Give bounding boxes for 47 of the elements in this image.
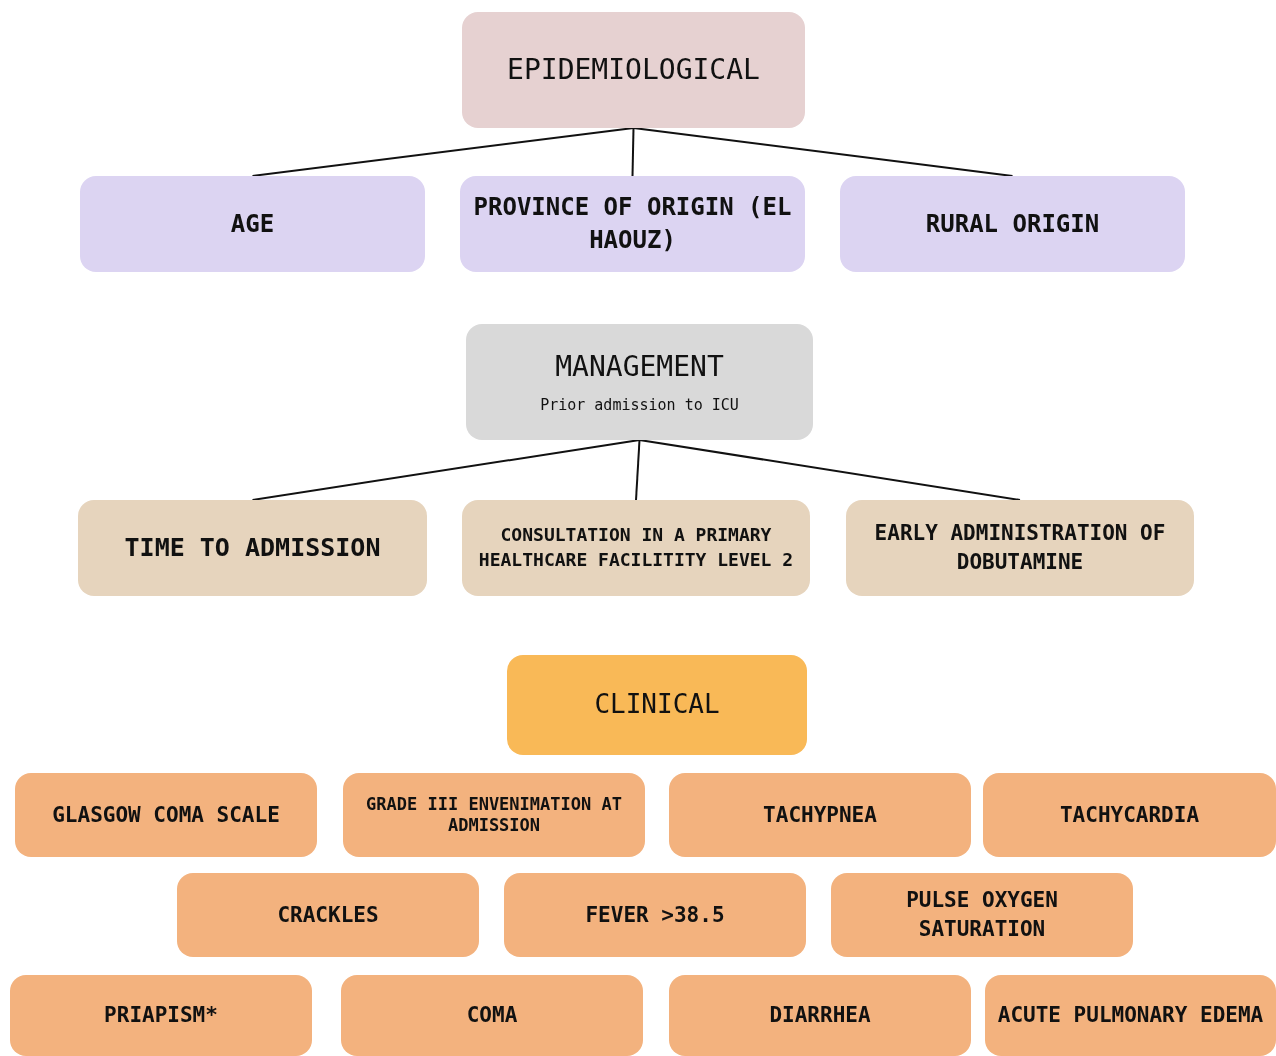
factor-label: GLASGOW COMA SCALE xyxy=(52,801,280,829)
connector-line xyxy=(251,127,635,177)
factor-label: FEVER >38.5 xyxy=(585,901,725,929)
factor-label: EARLY ADMINISTRATION OF DOBUTAMINE xyxy=(873,520,1167,576)
factor-label: CRACKLES xyxy=(277,901,379,929)
factor-label: AGE xyxy=(230,208,275,240)
factor-box xyxy=(504,873,806,957)
factor-label: GRADE III ENVENIMATION AT ADMISSION xyxy=(365,793,623,837)
factor-label: DIARRHEA xyxy=(769,1002,871,1030)
factor-box xyxy=(15,773,317,857)
factor-box xyxy=(343,773,645,857)
factor-box xyxy=(840,176,1185,272)
factor-label: RURAL ORIGIN xyxy=(925,208,1100,240)
factor-label: PROVINCE OF ORIGIN (EL HAOUZ) xyxy=(472,192,793,256)
factor-box xyxy=(831,873,1133,957)
category-title: MANAGEMENT xyxy=(555,348,724,385)
connector-line xyxy=(635,439,641,501)
factor-box xyxy=(846,500,1194,596)
factor-label: CONSULTATION IN A PRIMARY HEALTHCARE FACILITITY LEVEL 2 xyxy=(477,523,795,572)
factor-label: TACHYCARDIA xyxy=(1059,801,1200,829)
connector-line xyxy=(638,439,1021,501)
connector-line xyxy=(632,127,1014,177)
factor-box xyxy=(78,500,427,596)
factor-box xyxy=(80,176,425,272)
factor-box xyxy=(669,975,971,1056)
connector-line xyxy=(631,127,635,177)
factor-box xyxy=(177,873,479,957)
factor-box xyxy=(985,975,1276,1056)
factor-box xyxy=(460,176,805,272)
connector-line xyxy=(251,439,641,501)
category-subtitle: Prior admission to ICU xyxy=(540,395,739,416)
category-box xyxy=(466,324,813,440)
category-title: CLINICAL xyxy=(594,688,720,722)
factor-label: COMA xyxy=(466,1002,518,1030)
category-title: EPIDEMIOLOGICAL xyxy=(507,51,760,88)
factor-box xyxy=(669,773,971,857)
factor-box xyxy=(341,975,643,1056)
category-box xyxy=(462,12,805,128)
factor-label: TIME TO ADMISSION xyxy=(124,531,381,564)
factor-label: PRIAPISM* xyxy=(104,1002,218,1030)
factor-box xyxy=(983,773,1276,857)
factor-label: ACUTE PULMONARY EDEMA xyxy=(997,1002,1264,1030)
factor-label: TACHYPNEA xyxy=(763,801,877,829)
factor-box xyxy=(462,500,810,596)
factor-label: PULSE OXYGEN SATURATION xyxy=(905,887,1059,943)
category-box xyxy=(507,655,807,755)
factor-box xyxy=(10,975,312,1056)
